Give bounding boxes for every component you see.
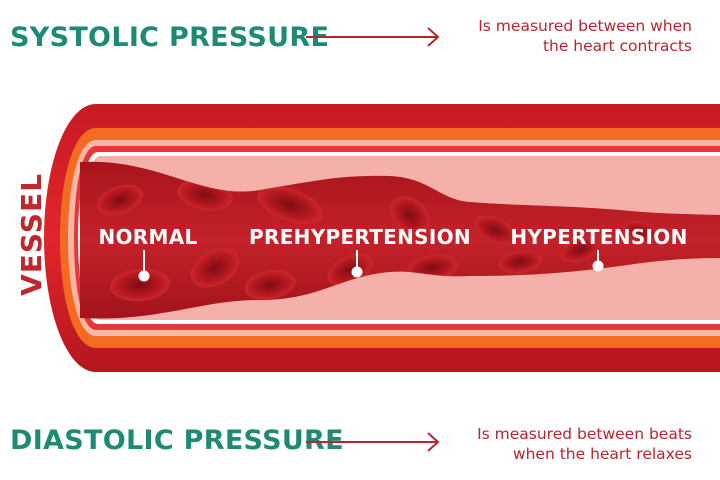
diastolic-pressure-heading: DIASTOLIC PRESSURE: [10, 425, 344, 456]
diastolic-arrow-icon: [306, 432, 440, 452]
systolic-description: Is measured between when the heart contr…: [478, 16, 692, 56]
stage-label-normal: NORMAL: [98, 225, 198, 249]
blood-cell: [560, 237, 600, 263]
diastolic-description: Is measured between beats when the heart…: [477, 424, 692, 464]
blood-cell: [498, 250, 542, 274]
systolic-description-line2: the heart contracts: [542, 37, 692, 55]
systolic-arrow-icon: [306, 27, 440, 47]
systolic-description-line1: Is measured between when: [478, 17, 692, 35]
blood-cell: [110, 268, 170, 302]
blood-cell: [244, 270, 296, 300]
vessel-label: VESSEL: [14, 173, 48, 296]
diastolic-description-line1: Is measured between beats: [477, 425, 692, 443]
stage-label-hypertension: HYPERTENSION: [510, 225, 688, 249]
blood-cell: [190, 248, 240, 288]
blood-cell: [474, 215, 516, 245]
blood-cell: [622, 221, 658, 243]
blood-cell: [390, 196, 430, 234]
blood-stream: [80, 161, 720, 319]
stage-pointers: [138, 250, 604, 282]
blood-cell: [96, 184, 144, 216]
diastolic-description-line2: when the heart relaxes: [512, 445, 692, 463]
blood-cell: [257, 185, 323, 225]
systolic-pressure-heading: SYSTOLIC PRESSURE: [10, 22, 330, 53]
stage-label-prehypertension: PREHYPERTENSION: [249, 225, 471, 249]
